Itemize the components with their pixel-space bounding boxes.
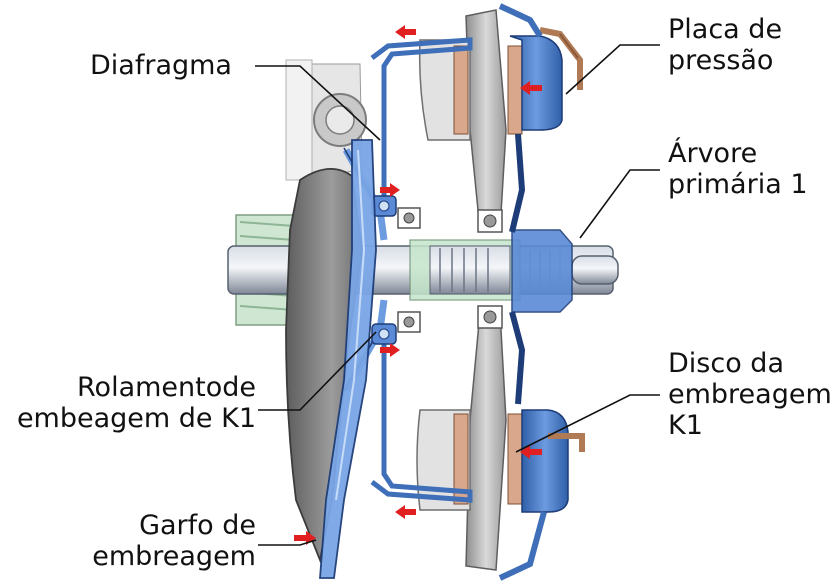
label-placa-line1: Placa de — [668, 14, 783, 45]
leader-rolamento — [258, 331, 377, 411]
leader-placa — [565, 44, 660, 95]
disc-carrier — [465, 9, 507, 571]
label-disco-line3: K1 — [668, 410, 703, 441]
label-arvore-line1: Árvore — [668, 138, 758, 169]
red-arrow-icon — [294, 25, 542, 545]
label-arvore-line2: primária 1 — [668, 169, 808, 200]
label-garfo: Garfo de embreagem — [60, 510, 256, 572]
label-rolamento-line2: embeagem de K1 — [16, 403, 256, 434]
leader-garfo — [258, 539, 317, 546]
leader-diafragma — [255, 65, 381, 141]
release-bearing — [371, 195, 421, 345]
clutch-fork — [285, 139, 377, 579]
housing — [285, 59, 367, 181]
lower-clutch-pack — [416, 409, 585, 513]
label-placa-line2: pressão — [668, 45, 774, 76]
label-disco-embreagem: Disco da embreagem K1 — [668, 348, 832, 441]
upper-clutch-pack — [418, 27, 583, 141]
leader-arvore — [579, 169, 660, 239]
label-rolamento: Rolamentode embeagem de K1 — [4, 372, 256, 434]
label-arvore-primaria: Árvore primária 1 — [668, 138, 808, 200]
label-disco-line1: Disco da — [668, 348, 784, 379]
label-disco-line2: embreagem — [668, 379, 832, 410]
leader-disco — [515, 394, 660, 453]
label-diafragma-text: Diafragma — [90, 50, 232, 81]
leader-lines — [255, 44, 660, 546]
label-rolamento-line1: Rolamentode — [77, 372, 256, 403]
clutch-drum — [370, 3, 547, 581]
label-placa-de-pressao: Placa de pressão — [668, 14, 782, 76]
label-garfo-line2: embreagem — [92, 541, 256, 572]
clutch-hub — [511, 229, 573, 313]
label-diafragma: Diafragma — [90, 50, 232, 81]
label-garfo-line1: Garfo de — [139, 510, 256, 541]
